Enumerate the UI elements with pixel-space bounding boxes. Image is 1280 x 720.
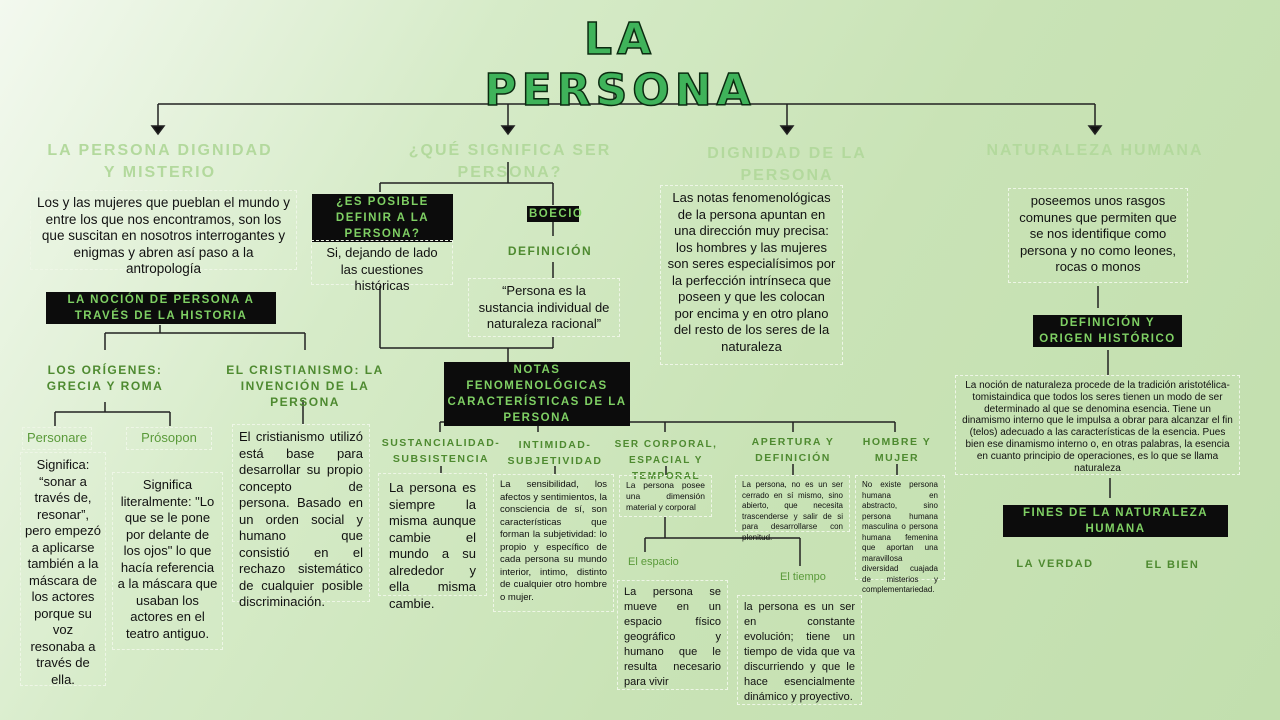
box-es-posible: Si, dejando de lado las cuestiones histó… <box>311 240 453 293</box>
box-personare: Significa: “sonar a través de, resonar”,… <box>20 452 106 687</box>
box-intimidad: La sensibilidad, los afectos y sentimien… <box>493 474 614 612</box>
label-origenes: LOS ORÍGENES: GRECIA Y ROMA <box>46 363 164 393</box>
label-ser-corporal: SER CORPORAL, ESPACIAL Y TEMPORAL <box>614 439 718 482</box>
label-bien: EL BIEN <box>1145 559 1200 571</box>
box-naturaleza: poseemos unos rasgos comunes que permite… <box>1008 188 1188 283</box>
label-verdad: LA VERDAD <box>1016 558 1094 570</box>
label-apertura: APERTURA Y DEFINICIÓN <box>751 436 835 464</box>
label-nocion-historia: LA NOCIÓN DE PERSONA A TRAVÉS DE LA HIST… <box>46 292 276 324</box>
box-hombre-mujer: No existe persona humana en abstracto, s… <box>855 475 945 594</box>
map-title: LA PERSONA <box>484 13 756 117</box>
label-sustancialidad: SUSTANCIALIDAD-SUBSISTENCIA <box>381 437 501 465</box>
box-cristianismo: El cristianismo utilizó está base para d… <box>232 424 370 609</box>
label-hombre-mujer: HOMBRE Y MUJER <box>862 436 932 464</box>
label-tiempo: El tiempo <box>780 571 826 583</box>
label-fines: FINES DE LA NATURALEZA HUMANA <box>1003 505 1228 537</box>
box-dignidad: Las notas fenomenológicas de la persona … <box>660 185 843 365</box>
header-dignidad: DIGNIDAD DE LA PERSONA <box>707 145 867 184</box>
box-dignidad-misterio: Los y las mujeres que pueblan el mundo y… <box>30 190 297 276</box>
label-personare: Personare <box>22 427 92 450</box>
label-notas: NOTAS FENOMENOLÓGICAS CARACTERÍSTICAS DE… <box>444 362 630 426</box>
box-sustancialidad: La persona es siempre la misma aunque ca… <box>378 473 487 611</box>
box-apertura: La persona, no es un ser cerrado en sí m… <box>735 475 850 542</box>
box-prosopon: Significa literalmente: "Lo que se le po… <box>112 472 223 650</box>
header-que-significa: ¿QUÉ SIGNIFICA SER PERSONA? <box>408 142 612 181</box>
label-definicion: DEFINICIÓN <box>507 244 593 258</box>
label-espacio: El espacio <box>628 556 679 568</box>
box-origen-historico: La noción de naturaleza procede de la tr… <box>955 375 1240 475</box>
label-cristianismo: EL CRISTIANISMO: LA INVENCIÓN DE LA PERS… <box>226 363 384 409</box>
label-es-posible: ¿ES POSIBLE DEFINIR A LA PERSONA? <box>312 194 453 242</box>
header-naturaleza: NATURALEZA HUMANA <box>986 142 1204 159</box>
label-boecio: BOECIO <box>527 206 584 222</box>
header-dignidad-misterio: LA PERSONA DIGNIDAD Y MISTERIO <box>47 142 273 181</box>
box-tiempo: la persona es un ser en constante evoluc… <box>737 595 862 705</box>
label-prosopon: Prósopon <box>126 427 212 450</box>
box-ser-corporal: La persona posee una dimensión material … <box>619 475 712 517</box>
box-espacio: La persona se mueve en un espacio físico… <box>617 580 728 690</box>
box-definicion: “Persona es la sustancia individual de n… <box>468 278 620 337</box>
label-intimidad: INTIMIDAD-SUBJETIVIDAD <box>507 439 603 467</box>
label-origen-historico: DEFINICIÓN Y ORIGEN HISTÓRICO <box>1033 315 1182 347</box>
